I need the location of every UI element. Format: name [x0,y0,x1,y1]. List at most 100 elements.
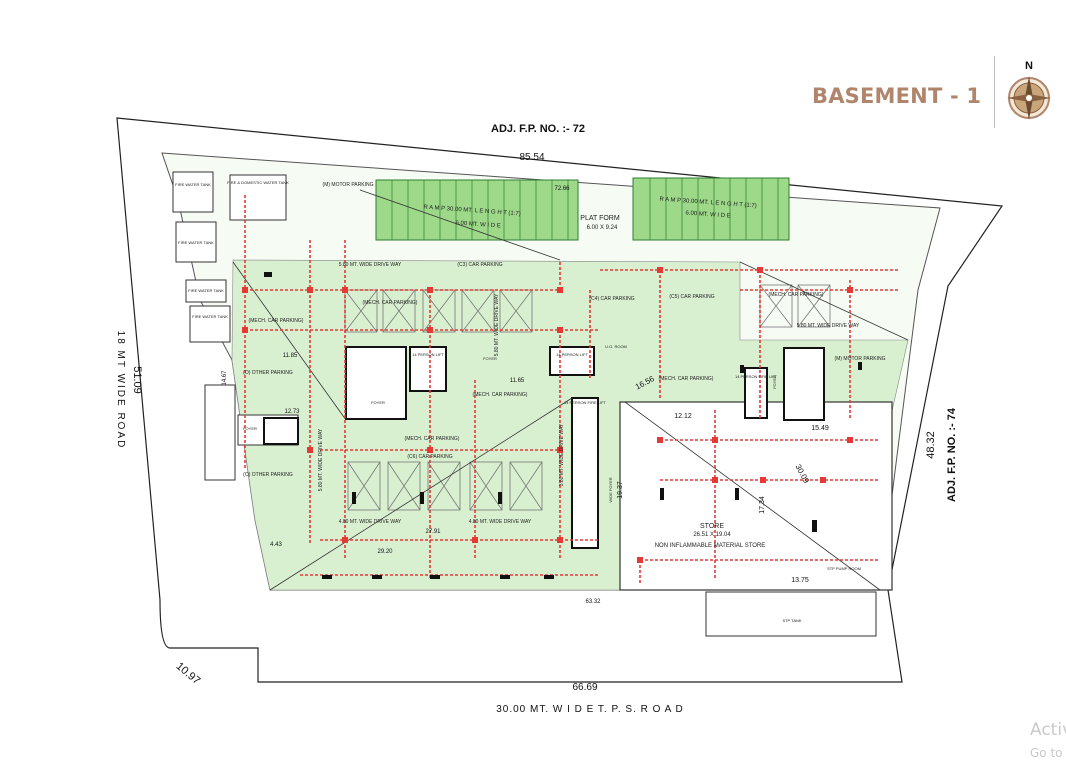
dim-inner-top: 72.66 [554,186,570,192]
ramp-2 [632,177,790,241]
room-fire-tank-b [175,221,217,263]
road-bottom: 30.00 MT. W I D E T. P. S. R O A D [496,704,684,715]
fire-water-tank-label-2: FIRE WATER TANK [178,240,214,245]
stair-core-3 [783,347,825,421]
adj-fp-72: ADJ. F.P. NO. :- 72 [491,123,585,135]
drive-label-1: 5.80 MT. WIDE DRIVE WAY [339,262,402,268]
ramp-hatch [391,178,779,240]
site-labels: ADJ. F.P. NO. :- 72 30.00 MT. W I D E T.… [115,123,958,715]
dim-small-1: 11.65 [510,378,525,384]
room-domestic-tank [229,174,287,221]
stp-tank-label: STP TANK [782,618,801,623]
ug-room-label: U.G. ROOM [605,344,627,349]
fire-nodes [242,267,853,563]
room-fire-tank-a [172,171,214,213]
foyer-label-3: FOYER [243,426,257,431]
title-divider [994,56,995,128]
lift-label-3: 14 PERSON FIRE LIFT [735,374,778,379]
bay [347,461,381,511]
lift-core-1 [409,346,447,392]
bay [427,461,461,511]
watermark-activate: Activ [1030,720,1066,740]
car-parking-c4: (C4) CAR PARKING [589,296,634,302]
dim-inner-bottom: 63.32 [585,599,601,605]
dim-mid-left2: 12.73 [284,409,300,415]
ramps [375,177,790,241]
cores [263,346,825,549]
car-parking-c6: (C6) CAR PARKING [407,454,452,460]
lift-core-4 [263,417,299,445]
mech-car-6: (MECH. CAR PARKING) [473,392,528,398]
drive-label-2: 5.80 MT. WIDE DRIVE WAY [797,323,860,329]
fire-water-tank-label-3: FIRE WATER TANK [188,288,224,293]
room-fire-tank-c [185,279,227,303]
bay [422,289,456,333]
dim-store-right: 15.49 [811,425,829,432]
mech-car-1: (MECH. CAR PARKING) [363,300,418,306]
north-label: N [1025,60,1033,72]
dimension-labels: 85.54 66.69 63.32 72.66 12.12 15.49 30.0… [222,152,829,693]
dim-mid-left: 11.85 [283,353,298,359]
store-room [619,401,893,591]
service-rooms [172,171,877,637]
page-title: BASEMENT - 1 [812,84,982,108]
drive-label-4: 4.80 MT. WIDE DRIVE WAY [469,519,532,525]
ramp-2-width: 6.00 MT. W I D E [685,210,731,219]
foyer-label-2: FOYER [483,356,497,361]
adj-fp-74: ADJ. F.P. NO. :- 74 [946,407,958,502]
watermark-goto: Go to [1030,746,1063,760]
drive-label-v3: 3.80 MT. WIDE DRIVE WAY [559,423,565,486]
lift-label-1: 14 PERSON LIFT [412,352,444,357]
store-desc: NON INFLAMMABLE MATERIAL STORE [655,543,766,549]
dim-small-2: 4.43 [270,542,282,548]
car-parking-c3: (C3) CAR PARKING [457,262,502,268]
ramp-1 [375,179,579,241]
road-left: 18 MT WIDE ROAD [115,331,126,450]
dim-bottom-left: 27.91 [425,529,441,535]
mech-car-5: (MECH. CAR PARKING) [405,436,460,442]
dim-bottom-left2: 29.20 [377,549,393,555]
dim-store-mid: 17.34 [759,496,766,514]
other-parking-2: (O) OTHER PARKING [243,472,293,478]
drive-label-v2: 5.80 MT. WIDE DRIVE WAY [494,293,500,356]
stp-pump-label: STP PUMP ROOM [827,566,861,571]
dim-store-bottom: 13.75 [791,577,809,584]
room-fire-tank-d [189,305,231,343]
motor-parking-2: (M) MOTOR PARKING [835,356,886,362]
store-size: 26.51 X 19.04 [693,532,731,538]
dim-store-left: 19.37 [617,481,624,499]
bay [387,461,421,511]
bay [509,461,543,511]
lift-label-2: 14 PERSON FIRE LIFT [564,400,607,405]
bay [382,289,416,333]
stair-core-2 [571,397,599,549]
foyer-label-4: FOYER [772,375,777,389]
bay [469,461,503,511]
store-label: STORE [700,523,724,530]
drive-label-v1: 5.80 MT. WIDE DRIVE WAY [318,428,324,491]
car-parking-c5: (C5) CAR PARKING [669,294,714,300]
lift-label-4: 14 PERSON LIFT [556,352,588,357]
dim-left-side: 14.67 [222,370,228,386]
dim-bottom: 66.69 [572,682,597,693]
mech-car-2: (MECH. CAR PARKING) [249,318,304,324]
bay [797,284,831,328]
room-side [204,384,236,481]
dim-right: 48.32 [925,431,937,459]
platform-label: PLAT FORM [580,215,620,222]
mech-car-3: (MECH. CAR PARKING) [769,292,824,298]
other-parking-1: (O) OTHER PARKING [243,370,293,376]
lift-core-2 [549,346,595,376]
ramp-1-width: 6.00 MT. W I D E [455,220,501,229]
stair-core-1 [345,346,407,420]
mech-car-4: (MECH. CAR PARKING) [659,376,714,382]
fire-water-tank-label-4: FIRE WATER TANK [192,314,228,319]
room-stp-tank [705,591,877,637]
fire-water-tank-label: FIRE WATER TANK [175,182,211,187]
dim-left: 51.09 [131,366,143,394]
dim-corner: 10.97 [174,660,203,687]
wide-foyer-label: WIDE FOYER [608,477,613,502]
drive-label-3: 4.80 MT. WIDE DRIVE WAY [339,519,402,525]
dim-top: 85.54 [519,152,544,163]
lift-core-3 [744,367,768,419]
